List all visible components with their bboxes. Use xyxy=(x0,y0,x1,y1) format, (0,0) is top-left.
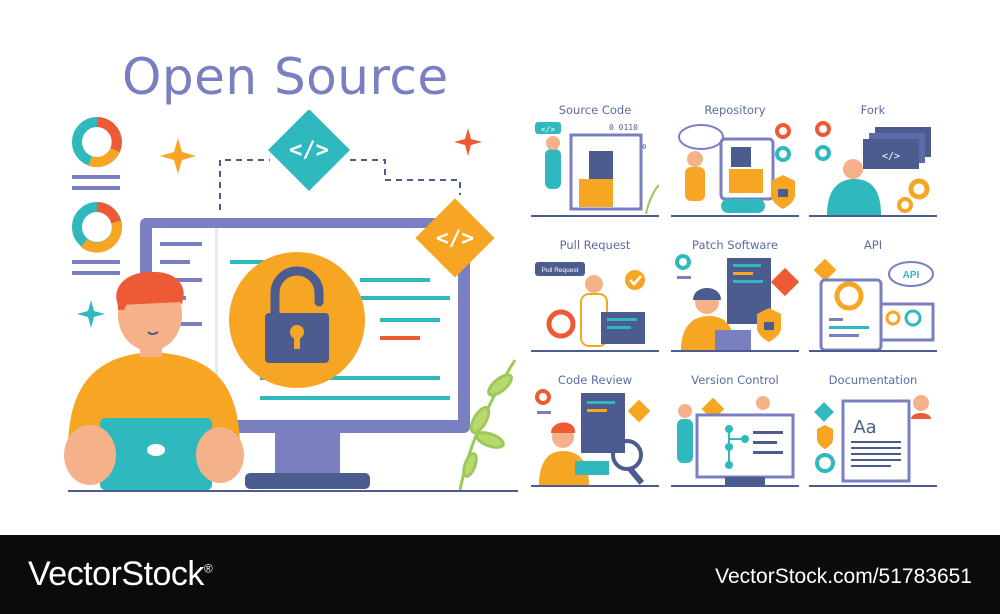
page-title: Open Source xyxy=(122,48,449,106)
svg-text:</>: </> xyxy=(289,138,329,163)
tile-title: Patch Software xyxy=(692,238,778,252)
developer-person xyxy=(64,271,244,490)
tile-title: API xyxy=(863,238,883,252)
tile-title: Repository xyxy=(704,103,766,117)
hero-illustration: </> </> xyxy=(64,110,518,492)
svg-text:</>: </> xyxy=(882,151,900,162)
tile-patch-software: Patch Software xyxy=(671,238,799,354)
svg-text:Pull Request: Pull Request xyxy=(542,267,579,274)
tile-title: Pull Request xyxy=(559,238,631,252)
tile-title: Source Code xyxy=(558,103,632,117)
svg-text:</>: </> xyxy=(436,226,474,250)
donut-chart-icon xyxy=(72,202,122,275)
svg-text:API: API xyxy=(903,270,920,281)
tile-api: API API xyxy=(809,238,937,354)
tile-title: Fork xyxy=(860,103,886,117)
brand-name: VectorStock xyxy=(28,555,204,593)
svg-text:Aa: Aa xyxy=(853,417,876,438)
sparkle-icon xyxy=(160,138,196,174)
footer-bar: VectorStock® VectorStock.com/51783651 xyxy=(0,535,1000,614)
tile-code-review: Code Review xyxy=(531,373,659,489)
donut-chart-icon xyxy=(72,117,122,190)
tile-title: Code Review xyxy=(557,373,633,387)
registered-mark: ® xyxy=(203,561,213,576)
tile-title: Documentation xyxy=(828,373,918,387)
code-tag-icon: </> xyxy=(415,198,495,278)
stock-id-link[interactable]: VectorStock.com/51783651 xyxy=(715,565,972,588)
brand-logo: VectorStock® xyxy=(28,555,213,594)
tile-fork: Fork </> xyxy=(809,103,937,219)
tile-source-code: Source Code </> 0 0110 0 0010 xyxy=(531,103,659,219)
sparkle-icon xyxy=(454,128,482,156)
tile-repository: Repository xyxy=(671,103,799,219)
code-tag-icon: </> xyxy=(267,110,351,192)
tile-title: Version Control xyxy=(691,373,779,387)
tile-pull-request: Pull Request Pull Request xyxy=(531,238,659,354)
tile-documentation: Documentation Aa xyxy=(809,373,937,489)
svg-text:0 0110: 0 0110 xyxy=(609,123,638,132)
tile-version-control: Version Control xyxy=(671,373,799,489)
sparkle-icon xyxy=(77,300,105,328)
svg-text:</>: </> xyxy=(541,125,556,134)
